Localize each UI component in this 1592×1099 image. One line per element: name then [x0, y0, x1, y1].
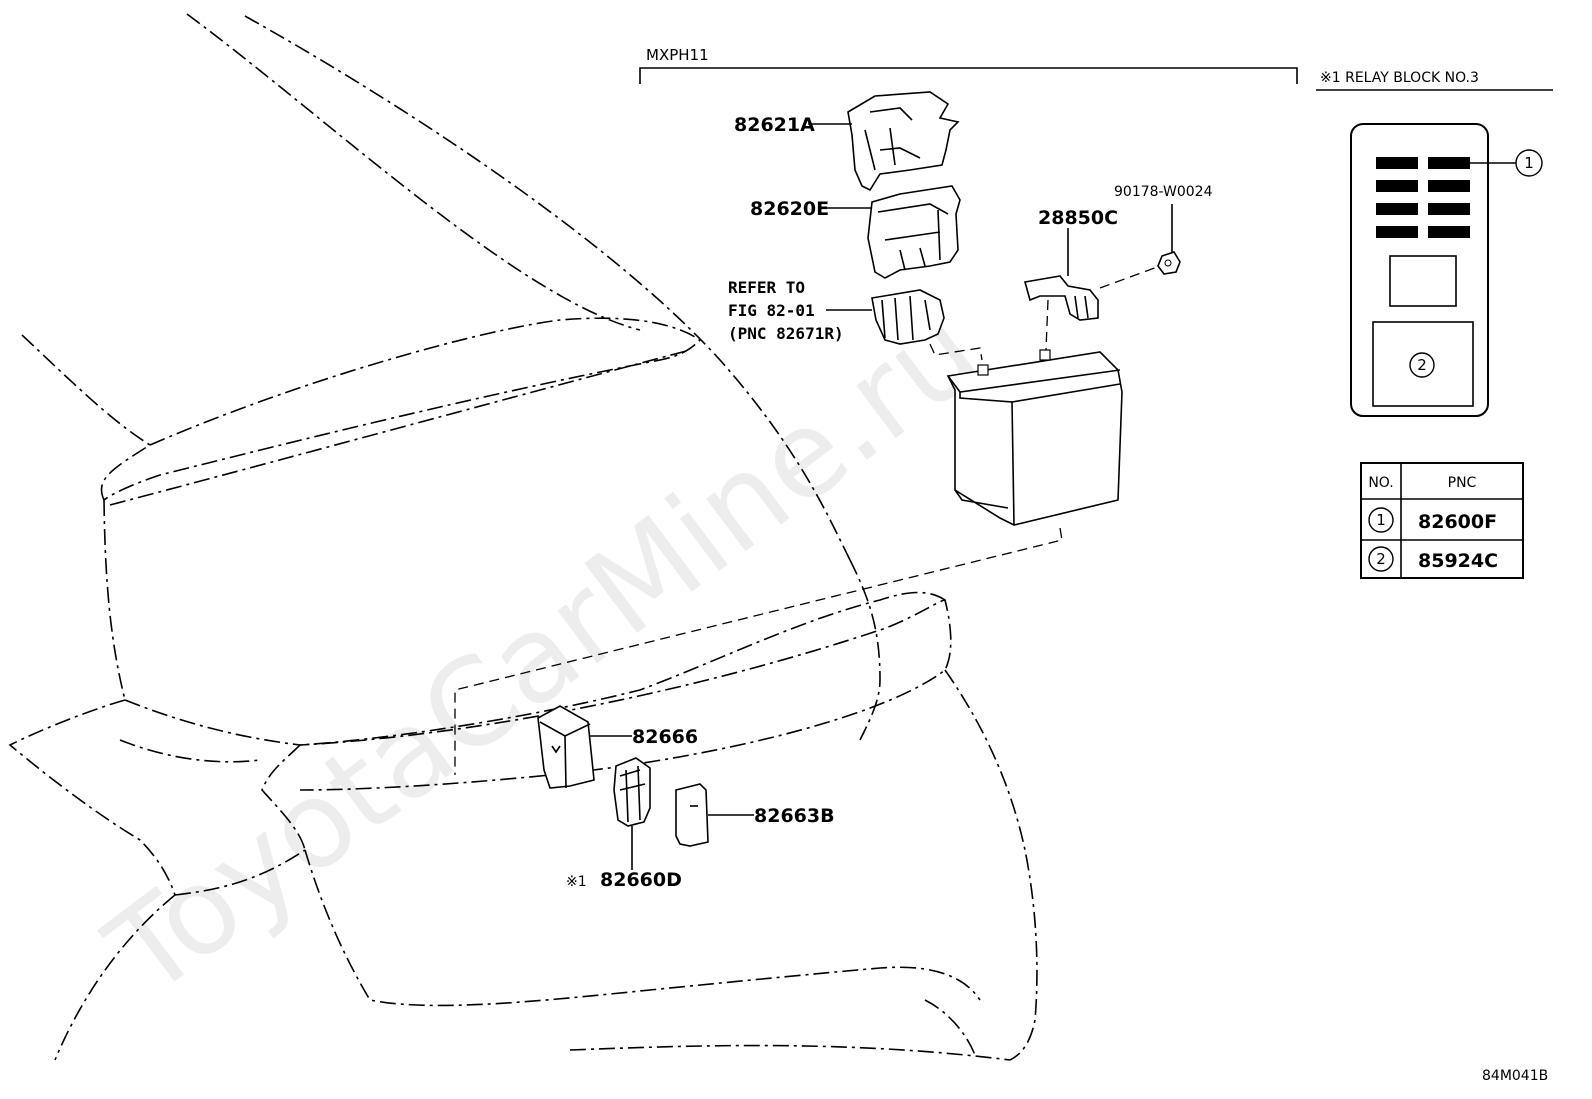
relay-block-title: ※1 RELAY BLOCK NO.3: [1320, 70, 1479, 86]
battery: [946, 349, 1123, 526]
table-header-no: NO.: [1368, 475, 1393, 491]
part-82666-bracket: 82666: [537, 705, 698, 789]
relay-socket-small: [1389, 255, 1457, 307]
part-label-90178: 90178-W0024: [1114, 184, 1213, 200]
pnc-table: NO. PNC 1 82600F 2 85924C: [1360, 462, 1524, 579]
part-28850c-cable: 28850C: [1023, 207, 1161, 351]
refer-label-line1: REFER TO: [728, 278, 805, 297]
part-82620e-block: 82620E: [750, 185, 961, 279]
part-82621a-cover: 82621A: [734, 91, 960, 192]
callout-circle-1: [1515, 149, 1543, 177]
part-82671r-terminal: REFER TO FIG 82-01 (PNC 82671R): [728, 278, 983, 361]
relay-fuse-slots: [1376, 157, 1470, 238]
watermark: ToyotaCarMine.ru: [83, 281, 1005, 1024]
refer-label-line3: (PNC 82671R): [728, 324, 844, 343]
part-82660d-relay: ※1 82660D: [566, 757, 682, 891]
table-row-callout: [1368, 546, 1394, 572]
part-label-82660d: 82660D: [600, 869, 682, 891]
part-label-82663b: 82663B: [754, 805, 835, 827]
table-row-pnc: 82600F: [1418, 511, 1497, 533]
model-label: MXPH11: [646, 46, 709, 64]
battery-leader: [454, 527, 1063, 775]
callout-number-2: 2: [1417, 356, 1427, 374]
refer-label-line2: FIG 82-01: [728, 301, 815, 320]
table-row-no: 1: [1376, 511, 1386, 529]
callout-circle-2: [1409, 352, 1435, 378]
table-row-no: 2: [1376, 550, 1386, 568]
part-mark-82660d: ※1: [566, 874, 587, 890]
part-82663b-cover: 82663B: [675, 783, 835, 847]
model-bracket: MXPH11: [639, 46, 1298, 84]
table-row-pnc: 85924C: [1418, 550, 1498, 572]
relay-block-panel: 2 1: [1350, 123, 1543, 417]
figure-code: 84M041B: [1482, 1068, 1548, 1084]
callout-number-1: 1: [1524, 154, 1534, 172]
part-label-82666: 82666: [632, 726, 698, 748]
part-90178-nut: 90178-W0024: [1114, 184, 1213, 275]
part-label-82620e: 82620E: [750, 198, 829, 220]
part-label-82621a: 82621A: [734, 114, 815, 136]
table-row-callout: [1368, 507, 1394, 533]
table-header-pnc: PNC: [1448, 475, 1477, 491]
part-label-28850c: 28850C: [1038, 207, 1118, 229]
vehicle-body-outline: [8, 13, 1038, 1061]
